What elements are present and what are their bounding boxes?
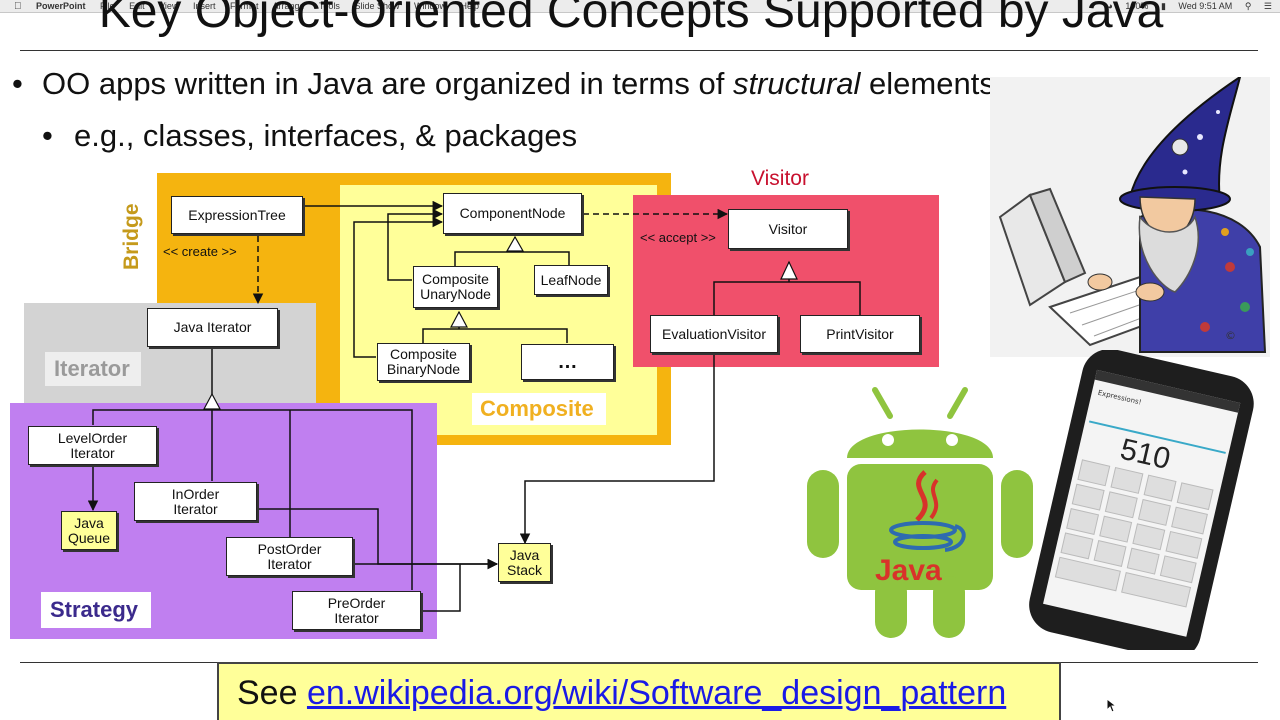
menu-edit[interactable]: Edit [129, 1, 145, 11]
accept-stereotype: << accept >> [640, 230, 716, 245]
bullet-structural-elements: • OO apps written in Java are organized i… [12, 66, 1003, 102]
composite-label: Composite [472, 393, 606, 425]
wifi-icon[interactable]: ◕ [1107, 1, 1113, 11]
clock[interactable]: Wed 9:51 AM [1178, 1, 1233, 11]
preorder-iterator-box: PreOrder Iterator [292, 591, 421, 630]
visitor-box: Visitor [728, 209, 848, 249]
visitor-label: Visitor [751, 167, 809, 190]
postorder-iterator-box: PostOrder Iterator [226, 537, 353, 576]
phone-illustration: Expressions! 510 [1029, 350, 1254, 650]
menu-file[interactable]: File [100, 1, 115, 11]
bullet-examples: • e.g., classes, interfaces, & packages [42, 118, 577, 154]
battery-icon[interactable]: ▮ [1160, 1, 1166, 11]
leaf-node-box: LeafNode [534, 265, 608, 295]
slide-title: Key Object-Oriented Concepts Supported b… [98, 0, 1164, 38]
battery-percent[interactable]: 100% [1125, 1, 1149, 11]
mouse-cursor-icon [1106, 698, 1116, 713]
apple-icon[interactable]:  [14, 0, 22, 12]
menu-slide-show[interactable]: Slide Show [354, 1, 400, 11]
iterator-label: Iterator [45, 352, 141, 386]
menu-bar:  PowerPoint File Edit View Insert Forma… [0, 0, 1280, 13]
footer-prefix: See [237, 674, 307, 712]
bullet1-emphasis: structural [732, 66, 861, 101]
expression-tree-box: ExpressionTree [171, 196, 303, 234]
footer-reference: See en.wikipedia.org/wiki/Software_desig… [217, 662, 1061, 720]
more-nodes-box: … [521, 344, 614, 380]
menu-tools[interactable]: Tools [318, 1, 340, 11]
menu-window[interactable]: Window [413, 1, 446, 11]
wizard-illustration: © [990, 77, 1270, 357]
bullet2-text: e.g., classes, interfaces, & packages [74, 118, 578, 153]
title-rule [20, 50, 1258, 51]
list-icon[interactable]: ☰ [1263, 1, 1272, 11]
status-area: ◕ 100% ▮ Wed 9:51 AM ⚲ ☰ [1097, 0, 1272, 12]
bullet-glyph: • [12, 66, 23, 101]
android-java-logo: Java [807, 387, 1033, 638]
menu-view[interactable]: View [159, 1, 179, 11]
bridge-label: Bridge [120, 203, 143, 270]
search-icon[interactable]: ⚲ [1244, 1, 1252, 11]
java-word: Java [875, 554, 942, 587]
java-iterator-box: Java Iterator [147, 308, 278, 347]
composite-binary-node-box: Composite BinaryNode [377, 343, 470, 381]
menu-arrange[interactable]: Arrange [272, 1, 305, 11]
composite-unary-node-box: Composite UnaryNode [413, 266, 498, 308]
menu-app-name[interactable]: PowerPoint [36, 1, 86, 11]
inorder-iterator-box: InOrder Iterator [134, 482, 257, 521]
wikipedia-link[interactable]: en.wikipedia.org/wiki/Software_design_pa… [306, 674, 1007, 712]
levelorder-iterator-box: LevelOrder Iterator [28, 426, 157, 465]
print-visitor-box: PrintVisitor [800, 315, 920, 353]
strategy-label: Strategy [41, 592, 151, 628]
app-menus: PowerPoint File Edit View Insert Format … [36, 0, 491, 12]
component-node-box: ComponentNode [443, 193, 582, 234]
menu-help[interactable]: Help [460, 1, 480, 11]
create-stereotype: << create >> [163, 244, 237, 259]
evaluation-visitor-box: EvaluationVisitor [650, 315, 778, 353]
bullet-glyph: • [42, 118, 53, 153]
java-stack-box: Java Stack [498, 543, 551, 582]
java-queue-box: Java Queue [61, 511, 117, 550]
bullet1-suffix: elements. [860, 66, 1004, 101]
bullet1-prefix: OO apps written in Java are organized in… [42, 66, 733, 101]
menu-insert[interactable]: Insert [192, 1, 216, 11]
svg-text:©: © [1225, 329, 1236, 342]
menu-format[interactable]: Format [230, 1, 259, 11]
